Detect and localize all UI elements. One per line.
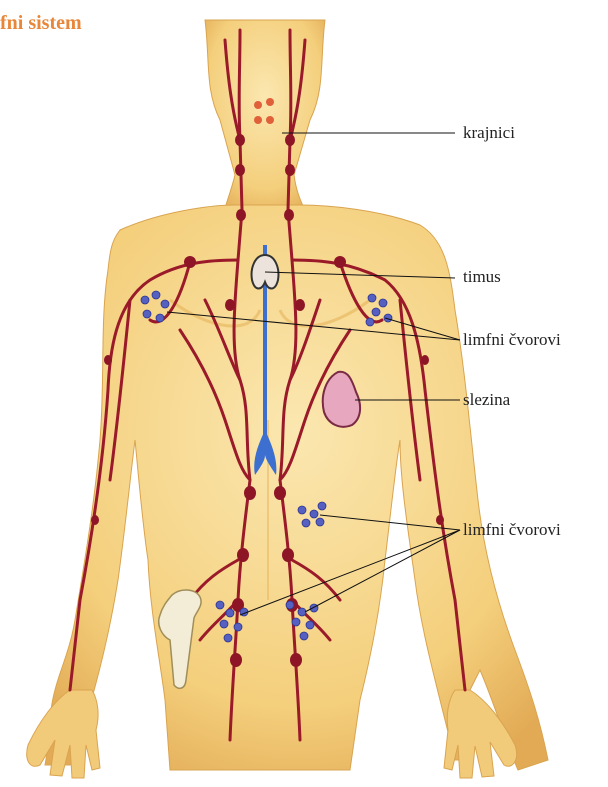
page-title: fni sistem [0, 12, 82, 35]
label-krajnici: krajnici [463, 123, 515, 143]
label-limfni-cvorovi-upper: limfni čvorovi [463, 330, 561, 350]
label-slezina: slezina [463, 390, 510, 410]
thymus-organ [252, 255, 279, 289]
label-timus: timus [463, 267, 501, 287]
label-limfni-cvorovi-lower: limfni čvorovi [463, 520, 561, 540]
